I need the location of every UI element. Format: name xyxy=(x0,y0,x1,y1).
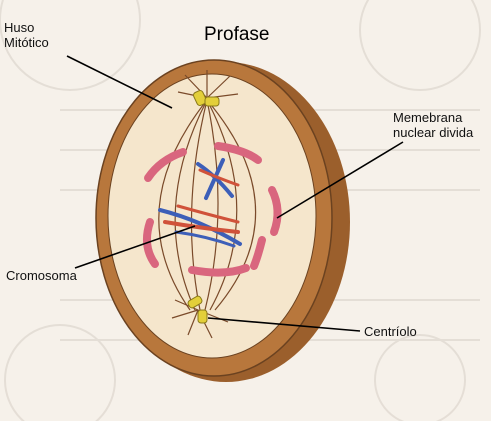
spindle-leader xyxy=(66,55,173,109)
membrane-leader xyxy=(276,141,404,219)
label-spindle: Huso Mitótico xyxy=(4,20,49,50)
label-spindle-line1: Huso xyxy=(4,20,35,35)
centriole-bottom-b xyxy=(197,309,208,324)
leader-lines xyxy=(66,55,404,332)
label-spindle-line2: Mitótico xyxy=(4,35,49,50)
centriole-bottom-a xyxy=(187,295,203,309)
label-chromosome: Cromosoma xyxy=(6,268,77,283)
chromosome-leader xyxy=(74,225,196,269)
label-membrane: Memebrana nuclear divida xyxy=(393,110,473,140)
label-membrane-line2: nuclear divida xyxy=(393,125,474,140)
centriole-top-b xyxy=(204,96,220,107)
centrioles xyxy=(187,90,220,324)
label-membrane-line1: Memebrana xyxy=(393,110,463,125)
chromosomes xyxy=(158,158,242,248)
centriole-top-a xyxy=(192,90,208,106)
label-centriole: Centríolo xyxy=(364,324,417,339)
diagram-title: Profase xyxy=(204,24,270,45)
centriole-leader xyxy=(207,317,361,332)
cell xyxy=(95,59,350,382)
nuclear-membrane xyxy=(142,142,282,277)
